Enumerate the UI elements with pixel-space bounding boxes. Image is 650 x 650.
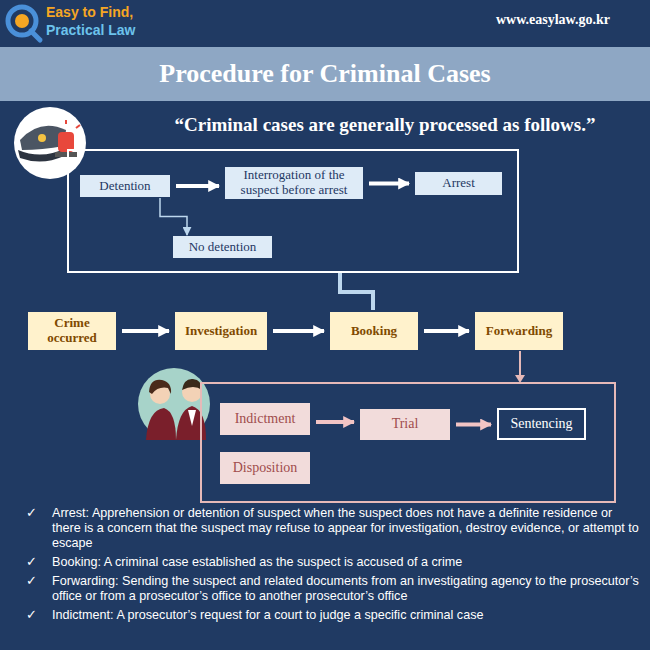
note-text: Arrest: Apprehension or detention of sus… [52,506,644,551]
trial-box: Trial [360,409,450,440]
booking-box: Booking [330,312,418,350]
check-mark: ✓ [26,555,52,570]
caption-text: “Criminal cases are generally processed … [175,114,596,135]
judges-illustration [138,368,210,440]
check-mark: ✓ [26,608,52,623]
node-text: Arrest [442,176,475,191]
sentencing-box: Sentencing [497,408,586,440]
group-link-line [340,273,373,310]
note-row: ✓Forwarding: Sending the suspect and rel… [26,574,644,604]
flow-arrow [122,329,169,333]
forward-link-line [519,351,521,376]
forward-link-head [515,375,525,383]
caption-text: “Criminal cases are generally processed … [130,114,640,136]
indictment-box: Indictment [220,403,310,435]
logo-text: Easy to Find, [46,4,133,20]
node-text: Forwarding [486,324,552,339]
crime-box: Crime occurred [28,312,116,350]
logo-text: Practical Law [46,22,136,38]
node-text: Detention [99,179,150,194]
flow-arrow [424,329,469,333]
disposition-box: Disposition [220,452,310,484]
detention-box: Detention [80,175,170,197]
url-text: www.easylaw.go.kr [496,12,610,28]
flow-arrow [273,329,324,333]
note-text: Indictment: A prosecutor’s request for a… [52,608,644,623]
flow-arrow [160,198,187,235]
node-text: Interrogation of the suspect before arre… [230,168,358,198]
investigation-box: Investigation [175,312,267,350]
node-text: Sentencing [510,416,572,432]
node-text: Indictment [235,411,296,427]
notes-list: ✓Arrest: Apprehension or detention of su… [26,506,644,627]
flow-arrow [369,182,409,186]
note-row: ✓Indictment: A prosecutor’s request for … [26,608,644,623]
check-mark: ✓ [26,506,52,551]
title-band [0,47,650,101]
logo-icon [8,7,40,40]
interrogation-box: Interrogation of the suspect before arre… [225,167,363,199]
flow-arrow [316,420,354,424]
detention-group-outline [68,150,518,272]
title-text: Procedure for Criminal Cases [0,47,650,101]
flow-arrow [456,423,491,427]
forwarding-box: Forwarding [475,312,563,350]
check-mark: ✓ [26,574,52,604]
court-group-outline [201,383,615,502]
police-illustration [14,107,86,179]
note-row: ✓Arrest: Apprehension or detention of su… [26,506,644,551]
node-text: Crime occurred [33,316,111,346]
flow-arrow [176,184,219,188]
note-row: ✓Booking: A criminal case established as… [26,555,644,570]
node-text: No detention [189,240,257,255]
node-text: Disposition [233,460,298,476]
title-text: Procedure for Criminal Cases [159,59,490,89]
node-text: Trial [392,416,419,432]
node-text: Investigation [185,324,257,339]
note-text: Forwarding: Sending the suspect and rela… [52,574,644,604]
node-text: Booking [351,324,397,339]
arrest-box: Arrest [415,172,502,195]
note-text: Booking: A criminal case established as … [52,555,644,570]
no-detention-box: No detention [173,236,272,258]
